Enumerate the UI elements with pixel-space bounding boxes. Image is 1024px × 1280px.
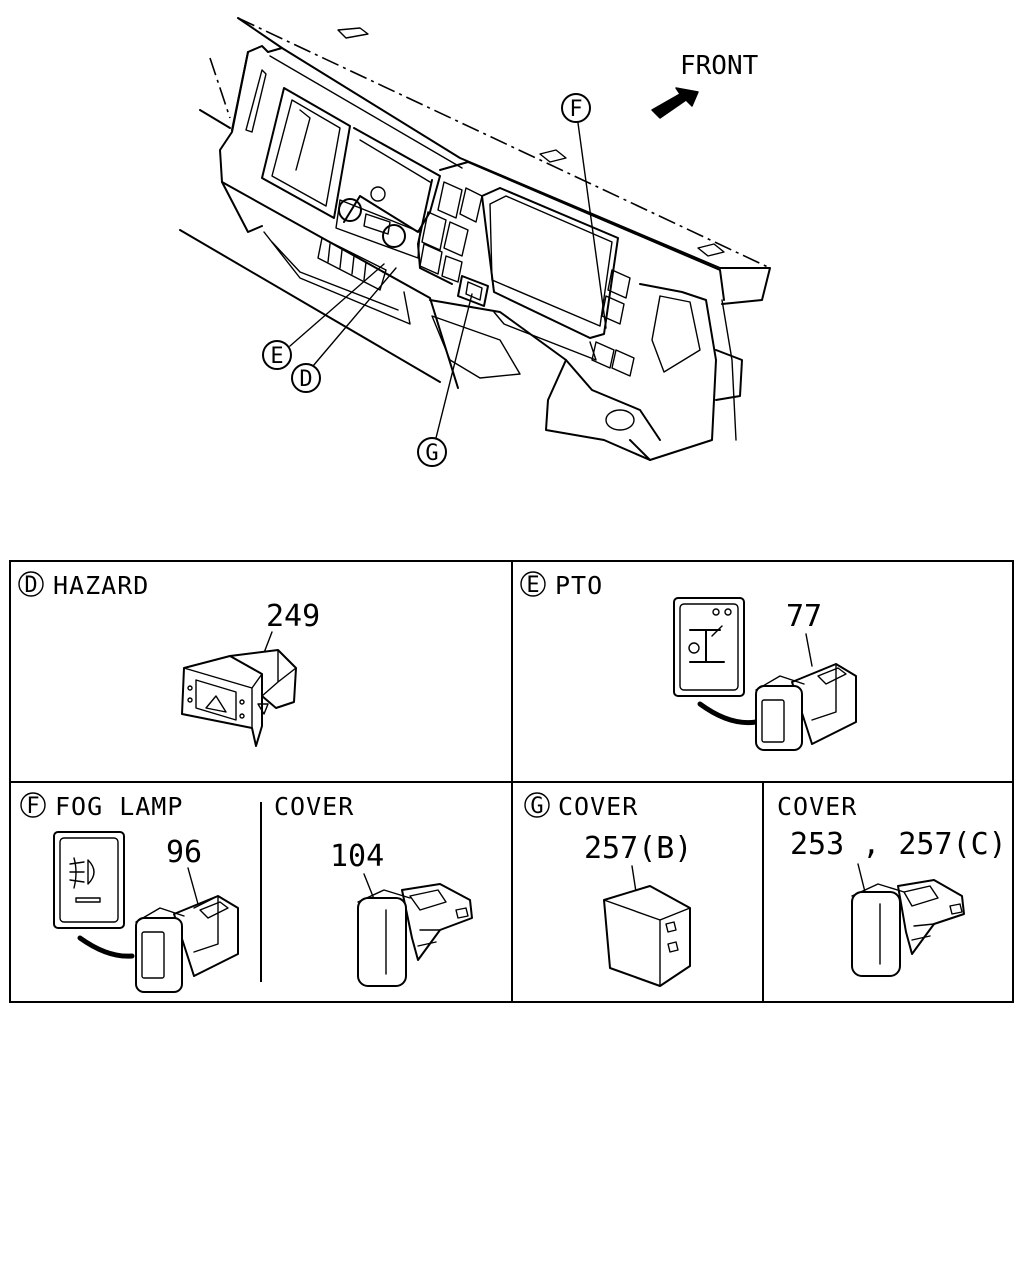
callout-d: D <box>291 267 397 393</box>
pto-indicator-icon <box>673 597 745 697</box>
svg-text:G: G <box>425 441 438 466</box>
fog-lamp-indicator-icon <box>53 831 125 929</box>
panel-title: PTO <box>555 571 603 600</box>
panel-letter: D <box>24 573 37 598</box>
pto-switch-icon <box>755 663 857 751</box>
callout-e: E <box>262 263 385 370</box>
svg-text:F: F <box>569 97 582 122</box>
panel-title: HAZARD <box>53 571 149 600</box>
panel-letter: E <box>526 573 539 598</box>
panel-fog-lamp: F FOG LAMP 96 <box>20 792 239 993</box>
panel-title: COVER <box>777 792 857 821</box>
cover-blank-icon <box>851 879 965 977</box>
panel-pto: E PTO 77 <box>520 571 857 751</box>
panel-g-cover-2: COVER 253 , 257(C) <box>777 792 1007 977</box>
callout-g: G <box>417 293 473 467</box>
dashboard-illustration <box>179 17 771 461</box>
panel-letter: G <box>530 794 543 819</box>
fog-lamp-switch-icon <box>135 895 239 993</box>
parts-grid <box>9 560 1014 1003</box>
panel-g-cover: G COVER 257(B) <box>524 792 692 987</box>
cover-blank-icon <box>357 883 473 987</box>
front-arrow-icon <box>651 87 699 119</box>
panel-title: FOG LAMP <box>55 792 183 821</box>
part-number: 104 <box>330 839 384 874</box>
panel-hazard: D HAZARD 249 <box>18 571 320 747</box>
front-label: FRONT <box>680 51 759 81</box>
part-number: 257(B) <box>584 831 692 866</box>
part-number: 249 <box>266 599 320 634</box>
hazard-switch-icon <box>181 649 297 747</box>
panel-title: COVER <box>558 792 638 821</box>
cover-square-icon <box>603 885 691 987</box>
part-number: 77 <box>786 599 822 634</box>
svg-text:E: E <box>270 344 283 369</box>
panel-letter: F <box>26 794 39 819</box>
panel-title: COVER <box>274 792 354 821</box>
part-number: 96 <box>166 835 202 870</box>
callout-f: F <box>561 93 607 329</box>
panel-fog-cover: COVER 104 <box>274 792 473 987</box>
svg-text:D: D <box>299 367 312 392</box>
part-number: 253 , 257(C) <box>790 827 1007 862</box>
